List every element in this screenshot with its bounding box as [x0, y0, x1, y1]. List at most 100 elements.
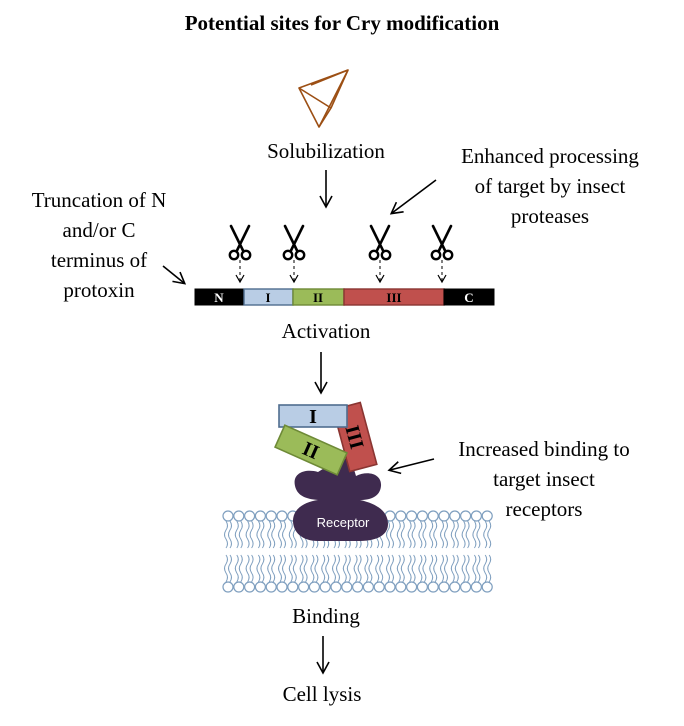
- lipid-tail: [353, 554, 358, 583]
- lipid-head: [308, 581, 320, 593]
- lipid-tail: [461, 554, 466, 583]
- receptor-label: Receptor: [317, 515, 370, 530]
- lipid-tail: [288, 520, 293, 549]
- lipid-head: [438, 510, 450, 522]
- lipid-head: [395, 581, 407, 593]
- truncation-line: Truncation of N: [31, 188, 167, 212]
- lipid-head: [319, 581, 331, 593]
- truncation-line: and/or C: [62, 218, 136, 242]
- receptor: Receptor: [293, 458, 388, 541]
- truncation-label: Truncation of N and/or C terminus of pro…: [4, 185, 194, 305]
- lipid-head: [244, 510, 256, 522]
- lipid-head: [481, 581, 493, 593]
- cut-site-arrows: [235, 260, 447, 284]
- toxin-label-i: I: [309, 406, 317, 428]
- increased-binding-line: target insect: [493, 467, 595, 491]
- lipid-tail: [267, 520, 272, 549]
- lipid-tail: [314, 554, 319, 583]
- lipid-tail: [267, 554, 272, 583]
- lipid-tail: [321, 554, 326, 583]
- lipid-tail: [465, 520, 470, 549]
- lipid-tail: [483, 520, 488, 549]
- lipid-tail: [422, 520, 427, 549]
- toxin-domain-i: I: [278, 404, 348, 428]
- lipid-head: [449, 581, 461, 593]
- lipid-tail: [472, 520, 477, 549]
- lipid-tail: [396, 554, 401, 583]
- lipid-head: [406, 510, 418, 522]
- lipid-head: [265, 581, 277, 593]
- protoxin-label-i: I: [265, 290, 270, 305]
- lipid-tail: [375, 554, 380, 583]
- enhanced-processing-line: of target by insect: [474, 174, 626, 198]
- lipid-tail: [386, 554, 390, 583]
- truncation-line: protoxin: [63, 278, 135, 302]
- lipid-tail: [342, 554, 347, 583]
- scissors-icon: [282, 224, 306, 261]
- lipid-tail: [483, 554, 488, 583]
- lipid-tail: [238, 520, 243, 549]
- toxin-domain-ii: II: [274, 424, 348, 476]
- activation-label: Activation: [281, 319, 371, 343]
- increased-binding-line: receptors: [505, 497, 583, 521]
- lipid-tail: [476, 520, 481, 549]
- lipid-tail: [278, 554, 282, 583]
- lipid-head: [276, 510, 288, 522]
- lipid-tail: [433, 554, 438, 583]
- protoxin-label-c: C: [464, 290, 473, 305]
- lipid-tail: [278, 520, 282, 549]
- lipid-head: [373, 581, 385, 593]
- lipid-tail: [400, 520, 405, 549]
- lipid-tail: [224, 520, 228, 549]
- page-title: Potential sites for Cry modification: [184, 11, 500, 35]
- lipid-tail: [440, 520, 444, 549]
- lipid-tail: [249, 520, 254, 549]
- lipid-tail: [368, 554, 373, 583]
- lipid-tail: [234, 520, 239, 549]
- protoxin-bar: N I II III C: [194, 288, 495, 306]
- lipid-tail: [260, 520, 265, 549]
- truncation-arrow: [162, 265, 187, 285]
- lipid-tail: [346, 554, 351, 583]
- lipid-head: [427, 581, 439, 593]
- lipid-tail: [390, 554, 394, 583]
- lipid-tail: [444, 554, 448, 583]
- lipid-tail: [357, 554, 362, 583]
- solubilization-label: Solubilization: [267, 139, 385, 163]
- lipid-tail: [487, 520, 492, 549]
- enhanced-processing-label: Enhanced processing of target by insect …: [420, 141, 680, 231]
- enhanced-processing-line: Enhanced processing: [461, 144, 639, 168]
- lipid-tail: [303, 554, 308, 583]
- cell-lysis-label: Cell lysis: [282, 682, 362, 706]
- lipid-tail: [336, 554, 340, 583]
- lipid-tail: [310, 554, 315, 583]
- lipid-tail: [271, 520, 276, 549]
- lipid-tail: [256, 554, 261, 583]
- lipid-tail: [245, 520, 250, 549]
- lipid-tail: [407, 520, 412, 549]
- lipid-tail: [224, 554, 228, 583]
- lipid-head: [416, 510, 428, 522]
- lipid-tail: [444, 520, 448, 549]
- enhanced-processing-arrow: [389, 179, 437, 215]
- lipid-head: [222, 581, 234, 593]
- lipid-tail: [411, 554, 416, 583]
- lipid-tail: [418, 520, 423, 549]
- lipid-tail: [396, 520, 401, 549]
- lipid-tail: [282, 520, 286, 549]
- lipid-head: [427, 510, 439, 522]
- lipid-tail: [228, 554, 232, 583]
- lipid-tail: [288, 554, 293, 583]
- lipid-tail: [390, 520, 394, 549]
- binding-label: Binding: [292, 604, 360, 628]
- lipid-tail: [454, 554, 459, 583]
- lipid-head: [287, 581, 299, 593]
- scissors-icon: [228, 224, 252, 261]
- lipid-tail: [450, 554, 455, 583]
- lipid-head: [406, 581, 418, 593]
- lipid-head: [244, 581, 256, 593]
- lipid-tail: [325, 554, 330, 583]
- lipid-head: [352, 581, 364, 593]
- increased-binding-label: Increased binding to target insect recep…: [414, 434, 674, 524]
